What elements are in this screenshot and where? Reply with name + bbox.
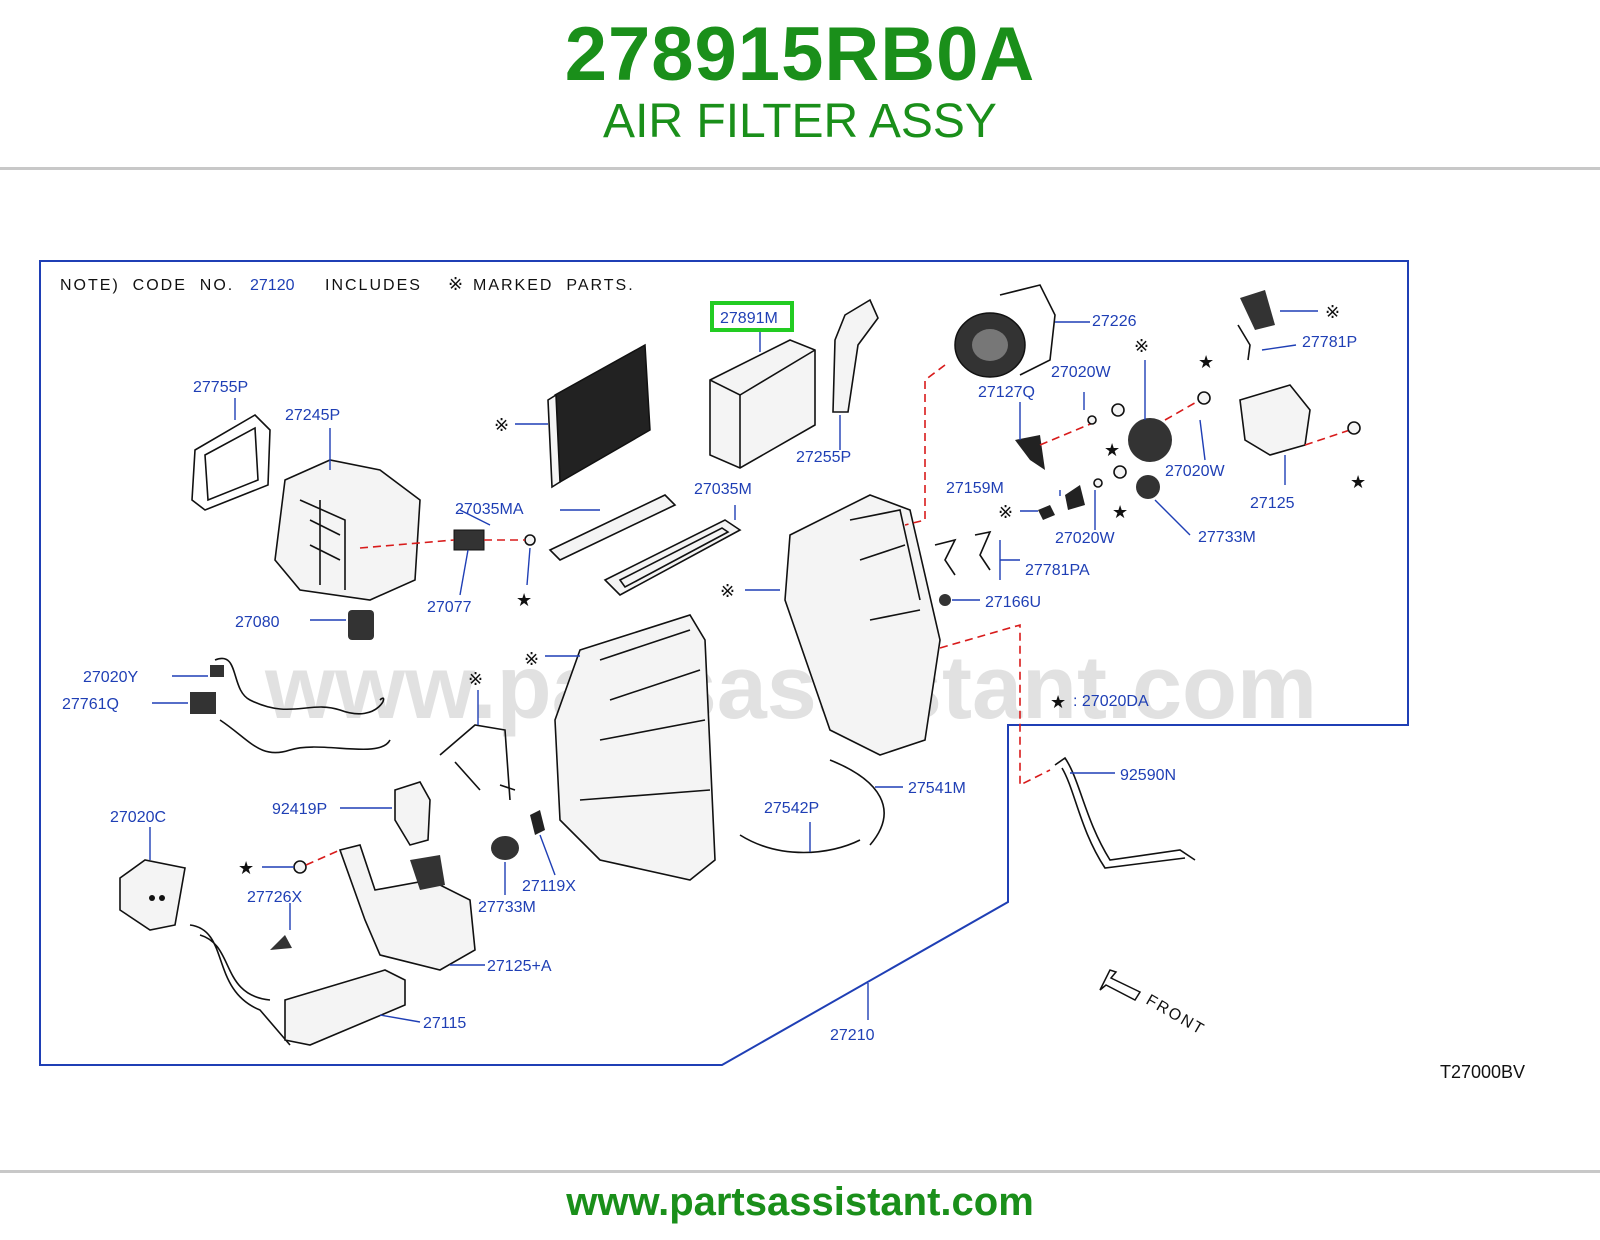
- label-27726X[interactable]: 27726X: [247, 889, 302, 906]
- label-27255P[interactable]: 27255P: [796, 449, 851, 466]
- label-27159M[interactable]: 27159M: [946, 480, 1004, 497]
- svg-text:※: ※: [524, 649, 539, 670]
- label-92419P[interactable]: 92419P: [272, 801, 327, 818]
- cable-27542P-drawing: [739, 759, 903, 854]
- label-27210[interactable]: 27210: [830, 1027, 875, 1044]
- label-27245P[interactable]: 27245P: [285, 407, 340, 424]
- clip-27166U-drawing: [939, 594, 980, 606]
- star-mark-icon: ★: [238, 858, 254, 879]
- svg-text:※: ※: [998, 502, 1013, 523]
- label-27127Q[interactable]: 27127Q: [978, 384, 1035, 401]
- mid-right-cluster-drawing: ※: [998, 465, 1191, 536]
- evaporator-core-drawing: ※: [494, 343, 651, 489]
- sensor-27080-drawing: [310, 610, 374, 640]
- note-text: NOTE) CODE NO.: [60, 277, 234, 294]
- label-27781P[interactable]: 27781P: [1302, 334, 1357, 351]
- svg-text:※: ※: [468, 669, 483, 690]
- pipe-92590N-drawing: [1054, 756, 1196, 869]
- label-27166U[interactable]: 27166U: [985, 594, 1041, 611]
- star-mark-icon: ★: [1198, 352, 1214, 373]
- drawing-code: T27000BV: [1440, 1062, 1525, 1082]
- label-27733M-a[interactable]: 27733M: [1198, 529, 1256, 546]
- note-code: 27120: [250, 277, 295, 294]
- screw-27726X-drawing: [262, 849, 341, 950]
- star-mark-icon: ★: [1104, 440, 1120, 461]
- watermark-text: www.partsassistant.com: [264, 638, 1317, 738]
- label-27542P[interactable]: 27542P: [764, 800, 819, 817]
- connection-line: [939, 623, 1051, 787]
- star-mark-icon: ★: [1350, 472, 1366, 493]
- svg-text:※: ※: [720, 581, 735, 602]
- label-92590N[interactable]: 92590N: [1120, 767, 1176, 784]
- asterisk-mark-icon: ※: [448, 274, 463, 295]
- servo-27125-drawing: [1239, 384, 1361, 485]
- hose-27781PA-drawing: [934, 530, 1020, 580]
- note-includes: INCLUDES: [325, 277, 422, 294]
- air-filter-drawing: [709, 322, 816, 469]
- cover-92419P-drawing: [340, 781, 431, 846]
- actuator-27077-drawing: [359, 509, 536, 596]
- front-label: FRONT: [1143, 992, 1208, 1039]
- assembly-boundary: [39, 260, 1409, 1066]
- label-27125[interactable]: 27125: [1250, 495, 1295, 512]
- highlighted-part-box[interactable]: [710, 301, 794, 332]
- intake-unit-drawing: [274, 428, 421, 601]
- label-27115[interactable]: 27115: [423, 1015, 466, 1032]
- label-27781PA[interactable]: 27781PA: [1025, 562, 1090, 579]
- label-27761Q[interactable]: 27761Q: [62, 696, 119, 713]
- label-27020DA[interactable]: : 27020DA: [1073, 693, 1149, 710]
- footer-website-link[interactable]: www.partsassistant.com: [566, 1180, 1034, 1224]
- label-27125A[interactable]: 27125+A: [487, 958, 552, 975]
- note-marked: MARKED PARTS.: [473, 277, 635, 294]
- duct-harness-drawing: ※: [439, 669, 516, 801]
- label-27020W-c[interactable]: 27020W: [1055, 530, 1115, 547]
- star-legend-icon: ★: [1050, 692, 1066, 713]
- front-arrow-icon: [1099, 969, 1142, 1001]
- label-27541M[interactable]: 27541M: [908, 780, 966, 797]
- label-27891M[interactable]: 27891M: [720, 310, 778, 327]
- star-mark-icon: ★: [1112, 502, 1128, 523]
- star-mark-icon: ★: [516, 590, 532, 611]
- label-27020W-b[interactable]: 27020W: [1165, 463, 1225, 480]
- header-divider: [0, 167, 1600, 170]
- harness-drawing: [152, 657, 391, 754]
- label-27020C[interactable]: 27020C: [110, 809, 166, 826]
- label-27035MA[interactable]: 27035MA: [455, 501, 524, 518]
- connection-line: [904, 364, 946, 526]
- heater-case-drawing: ※: [720, 494, 941, 756]
- damper-gear-drawing: ※: [1083, 336, 1211, 462]
- bracket-27781P-drawing: ※: [1237, 290, 1340, 361]
- filter-frame-27035M-drawing: [603, 505, 742, 596]
- label-27020Y[interactable]: 27020Y: [83, 669, 138, 686]
- part-description: AIR FILTER ASSY: [603, 95, 997, 148]
- label-27020W-a[interactable]: 27020W: [1051, 364, 1111, 381]
- filter-door-drawing: [832, 298, 879, 450]
- label-27755P[interactable]: 27755P: [193, 379, 248, 396]
- part-number-title: 278915RB0A: [564, 12, 1036, 97]
- label-27733M-b[interactable]: 27733M: [478, 899, 536, 916]
- svg-text:※: ※: [1134, 336, 1149, 357]
- label-27035M[interactable]: 27035M: [694, 481, 752, 498]
- footer-divider: [0, 1170, 1600, 1173]
- blower-motor-drawing: [954, 284, 1090, 378]
- gasket-drawing: [191, 398, 271, 511]
- label-27080[interactable]: 27080: [235, 614, 280, 631]
- filter-frame-27035MA-drawing: [548, 494, 677, 561]
- small-parts-27733M-27119X: [491, 810, 556, 895]
- servo-27127Q-drawing: [1015, 402, 1101, 470]
- label-27119X[interactable]: 27119X: [522, 878, 576, 895]
- label-27226[interactable]: 27226: [1092, 313, 1137, 330]
- actuator-27125A-drawing: [338, 844, 485, 971]
- thermistor-27020C-drawing: [119, 827, 186, 931]
- heater-core-27115-drawing: [189, 924, 421, 1046]
- svg-text:※: ※: [1325, 302, 1340, 323]
- heater-unit-drawing: ※: [524, 614, 716, 881]
- label-27077[interactable]: 27077: [427, 599, 472, 616]
- svg-text:※: ※: [494, 415, 509, 436]
